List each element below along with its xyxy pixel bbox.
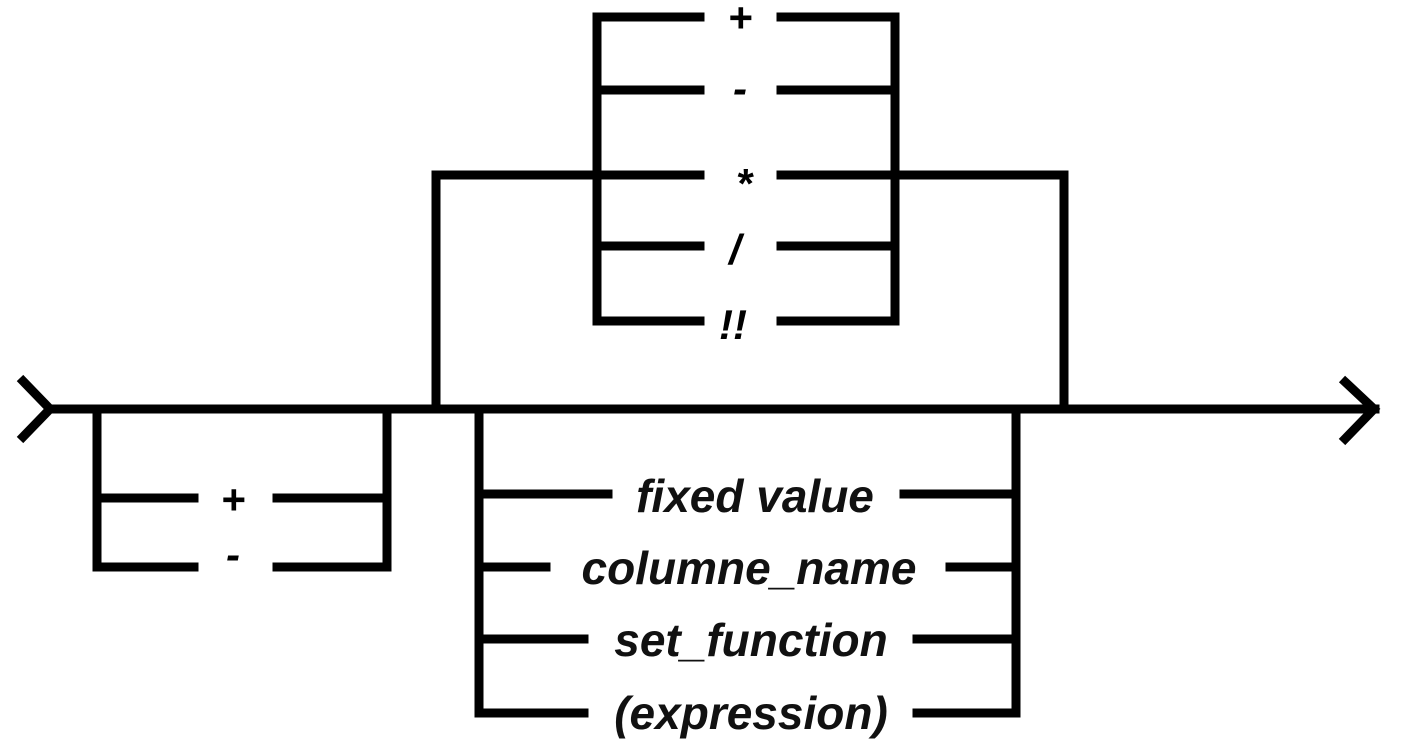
operator-block: + - * / !! bbox=[592, 0, 900, 348]
operator-plus-label: + bbox=[728, 0, 753, 41]
sign-plus-label: + bbox=[221, 476, 246, 523]
operator-double-bang-label: !! bbox=[719, 301, 747, 348]
operand-set-function-label: set_function bbox=[614, 614, 887, 666]
repeat-loop bbox=[431, 170, 1069, 410]
operand-fixed-value-label: fixed value bbox=[636, 470, 874, 522]
operand-column-name-label: columne_name bbox=[582, 542, 917, 594]
loop-left-rail bbox=[431, 170, 602, 410]
exit-arrow bbox=[1338, 375, 1381, 446]
sign-minus-label: - bbox=[226, 531, 240, 578]
operator-minus-label: - bbox=[733, 65, 747, 112]
operand-block: fixed value columne_name set_function (e… bbox=[474, 412, 1021, 739]
operator-multiply-label: * bbox=[736, 160, 754, 207]
operand-expression-label: (expression) bbox=[614, 687, 888, 739]
operator-divide-label: / bbox=[727, 226, 745, 273]
sign-block: + - bbox=[92, 412, 392, 578]
loop-right-rail bbox=[890, 170, 1069, 410]
